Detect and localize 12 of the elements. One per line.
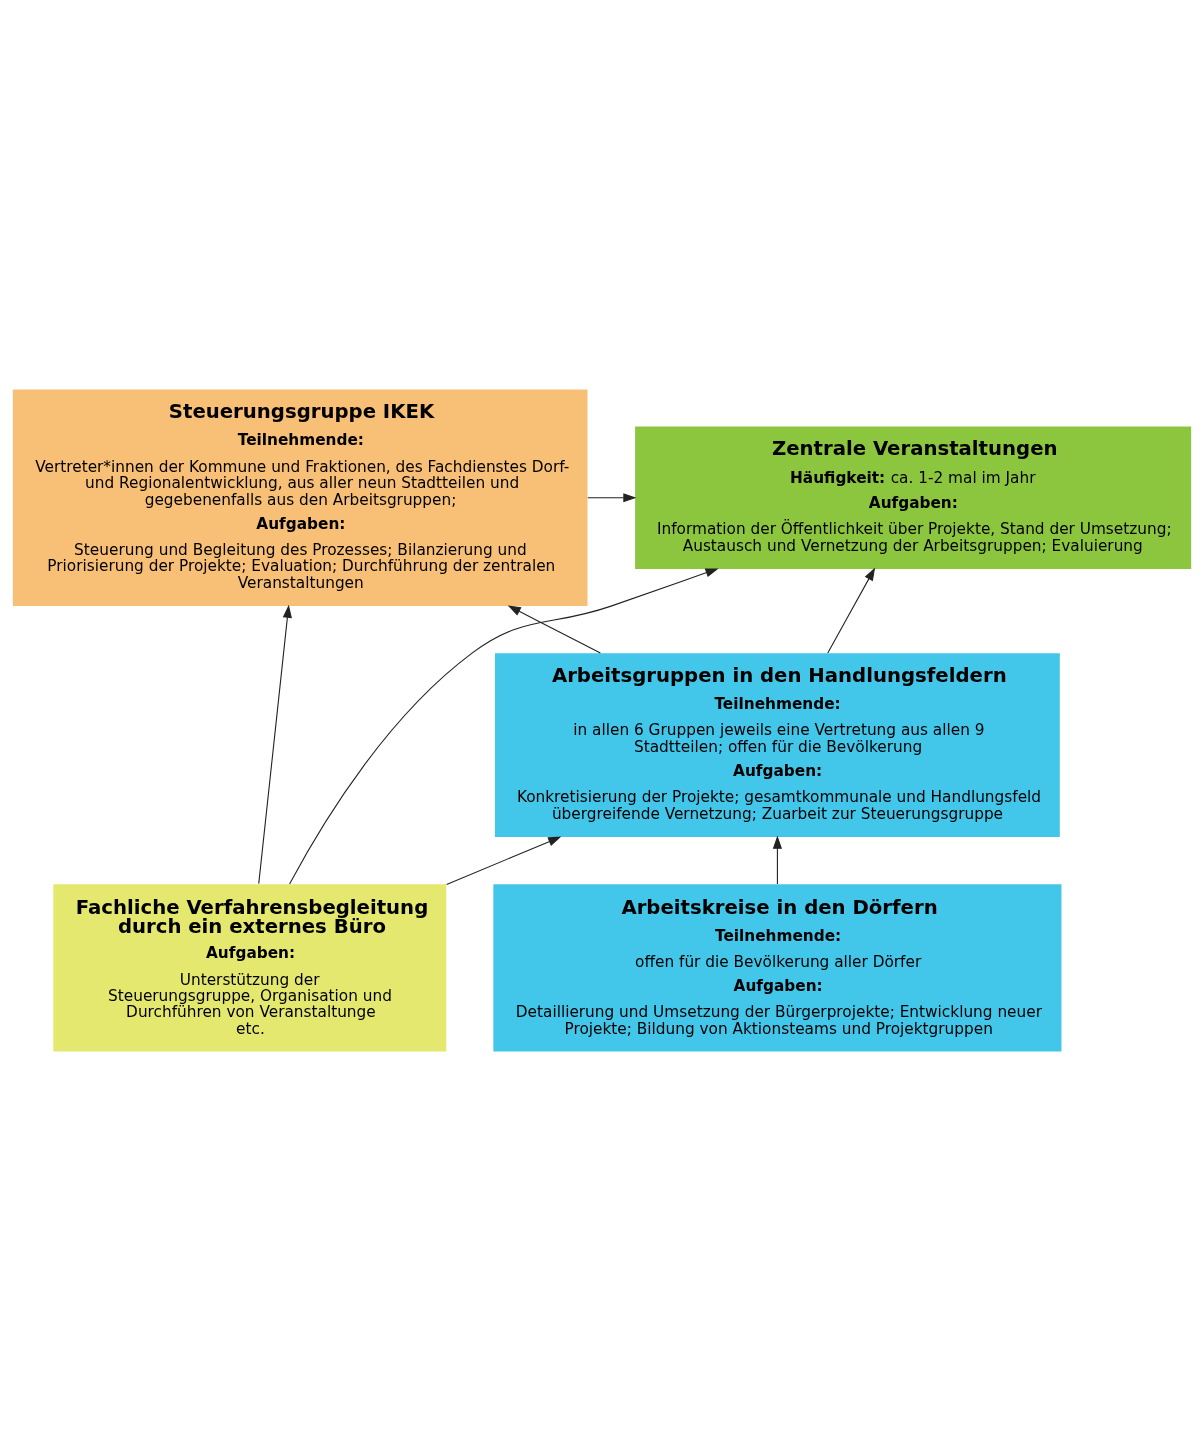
arrow: [258, 604, 292, 884]
node-box: Zentrale Veranstaltungen Häufigkeit: ca. 1-2 mal im Jahr Aufgaben: Information der Öffentlichkeit über Projekte, Stand der Umsetzung; Austausch und Vernetzung der Arbeitsgruppen; Evaluierung: [635, 426, 1192, 569]
arrow: [507, 604, 601, 654]
node-box: Arbeitskreise in den Dörfern Teilnehmende: offen für die Bevölkerung aller Dörfer Aufgaben: Detaillierung und Umsetzung der Bürgerprojekte; Entwicklung neuer Projekte; Bildung von Aktionsteams und Projektgruppen: [493, 883, 1062, 1052]
node-box: Fachliche Verfahrensbegleitung durch ein externes Büro Aufgaben: Unterstützung der Steuerungsgruppe, Organisation und Durchführen von Veranstaltunge etc.: [53, 883, 447, 1052]
arrow: [827, 567, 876, 654]
node-box: Steuerungsgruppe IKEK Teilnehmende: Vertreter*innen der Kommune und Fraktionen, des Fachdienstes Dorf- und Regionalentwicklung, aus aller neun Stadtteilen und gegebenenfalls aus den Arbeitsgruppen; Aufgaben: Steuerung und Begleitung des Prozesses; Bilanzierung und Priorisierung der Projekte; Evaluation; Durchführung der zentralen Veranstaltungen: [12, 388, 588, 606]
node-box: Arbeitsgruppen in den Handlungsfeldern Teilnehmende: in allen 6 Gruppen jeweils eine Vertretung aus allen 9 Stadtteilen; offen für die Bevölkerung Aufgaben: Konkretisierung der Projekte; gesamtkommunale und Handlungsfeld übergreifende Vernetzung; Zuarbeit zur Steuerungsgruppe: [495, 652, 1060, 837]
arrow: [772, 835, 782, 885]
arrow: [289, 567, 719, 884]
arrow: [587, 492, 637, 502]
arrow: [446, 836, 562, 885]
